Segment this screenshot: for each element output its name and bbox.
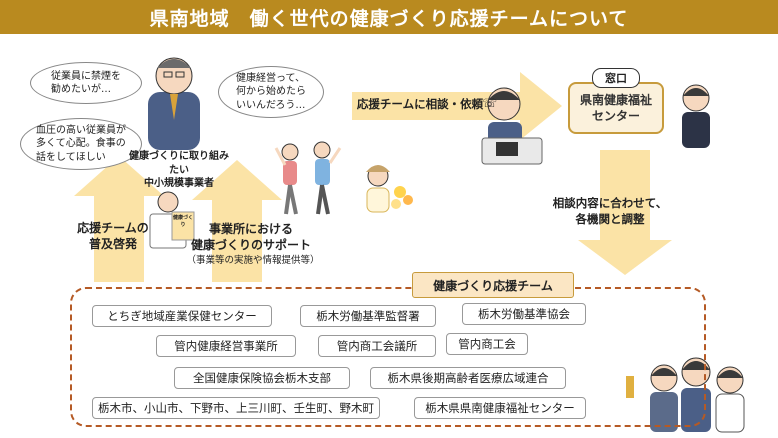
exercising-people-icon: [274, 141, 342, 215]
org-item: 栃木市、小山市、下野市、上三川町、壬生町、野木町: [92, 397, 380, 419]
bubble-blood-pressure: 血圧の高い従業員が 多くて心配。食事の 話をしてほしい: [20, 118, 142, 170]
org-item: 栃木県後期高齢者医療広域連合: [370, 367, 566, 389]
org-item: 管内商工会: [446, 333, 528, 355]
coordination-down-arrow: [578, 150, 672, 275]
org-item: 管内健康経営事業所: [156, 335, 296, 357]
operator-at-desk-icon: [481, 87, 543, 165]
window-staff-icon: [682, 84, 710, 148]
window-tag: 窓口: [592, 68, 640, 88]
bubble-smoking: 従業員に禁煙を 勧めたいが…: [30, 62, 142, 104]
org-item: 栃木労働基準協会: [462, 303, 586, 325]
consult-label: 応援チームに相談・依頼: [356, 97, 484, 111]
support-up-arrow: [192, 160, 282, 282]
team-frame: [70, 287, 706, 427]
woman-with-flowers-icon: [366, 165, 413, 213]
coordination-label: 相談内容に合わせて、 各機関と調整: [552, 196, 668, 226]
support-label: 事業所における 健康づくりのサポート: [190, 222, 311, 253]
phone-icon: ☏: [482, 96, 498, 110]
bubble-health-management: 健康経営って、 何から始めたら いいんだろう…: [218, 66, 324, 118]
man-reading-leaflet-icon: [149, 191, 195, 249]
org-item: 全国健康保険協会栃木支部: [174, 367, 350, 389]
team-people-icon: [626, 357, 745, 433]
window-box: 県南健康福祉 センター: [568, 82, 664, 134]
org-item: 管内商工会議所: [318, 335, 436, 357]
team-header: 健康づくり応援チーム: [412, 272, 574, 298]
leaflet-text: 健康づくり: [173, 215, 194, 228]
promotion-label: 応援チームの 普及啓発: [77, 221, 149, 252]
employer-caption: 健康づくりに取り組みたい 中小規模事業者: [129, 151, 229, 189]
support-sublabel: （事業等の実施や情報提供等）: [186, 255, 320, 266]
org-item: 栃木労働基準監督署: [300, 305, 436, 327]
org-item: とちぎ地域産業保健センター: [92, 305, 272, 327]
employer-figure-icon: [148, 57, 200, 150]
page-title: 県南地域 働く世代の健康づくり応援チームについて: [0, 0, 778, 34]
org-item: 栃木県県南健康福祉センター: [414, 397, 586, 419]
consult-right-arrow: [352, 72, 562, 140]
promotion-up-arrow: [74, 156, 164, 282]
